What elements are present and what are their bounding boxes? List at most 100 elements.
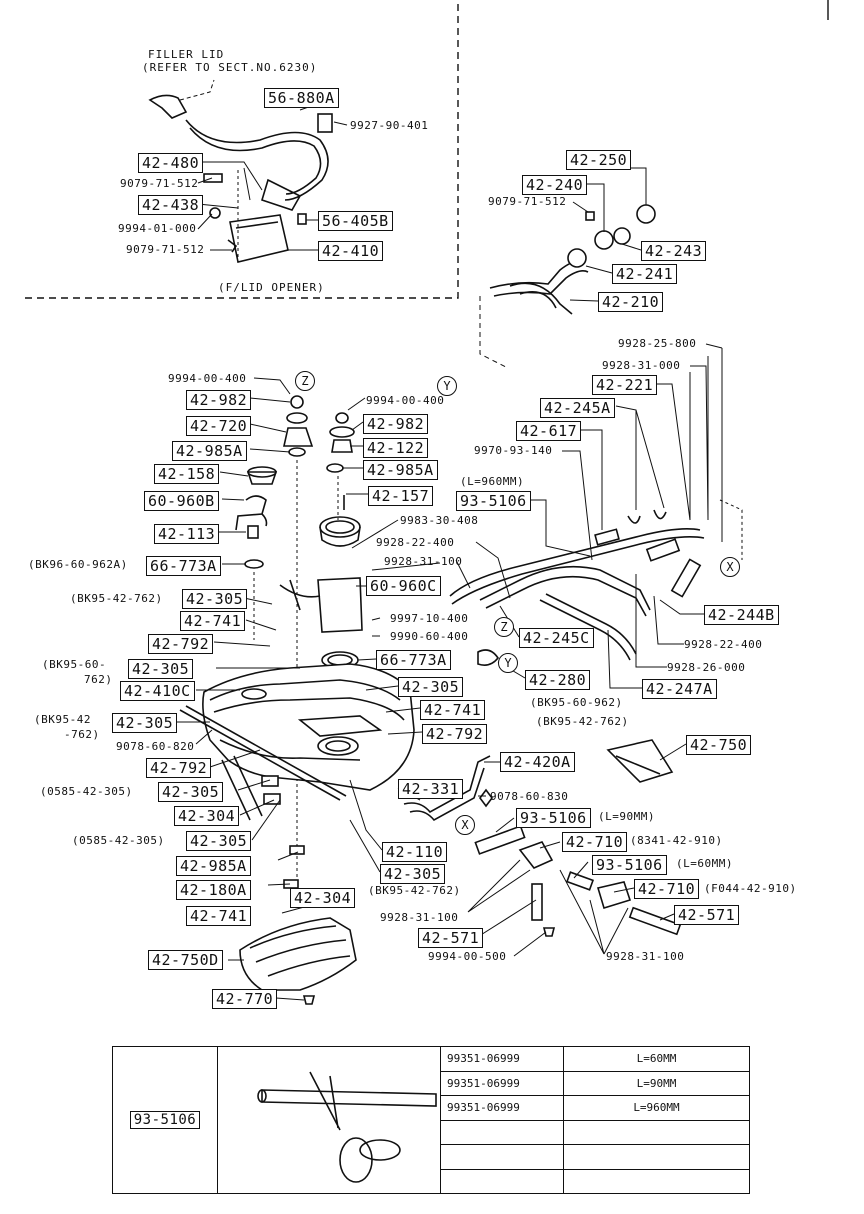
callout-42-305-g: 42-305 — [380, 864, 446, 884]
callout-42-792-a: 42-792 — [148, 634, 214, 654]
callout-42-122: 42-122 — [363, 438, 429, 458]
callout-9994-00-400-a: 9994-00-400 — [168, 372, 247, 385]
callout-42-750d: 42-750D — [148, 950, 223, 970]
marker-y-top: Y — [437, 376, 457, 396]
callout-42-741-b: 42-741 — [420, 700, 486, 720]
spec-empty-cell — [563, 1144, 750, 1170]
callout-l-90mm: (L=90MM) — [598, 810, 655, 823]
callout-66-773a-a: 66-773A — [146, 556, 221, 576]
pump-and-gauge-parts — [235, 395, 363, 669]
callout-42-985a-c: 42-985A — [176, 856, 251, 876]
callout-bk95-42-762-b: (BK95-42-762) — [536, 715, 629, 728]
callout-42-305-b: 42-305 — [128, 659, 194, 679]
callout-42-241: 42-241 — [612, 264, 678, 284]
callout-9990-60-400: 9990-60-400 — [390, 630, 469, 643]
callout-42-741-c: 42-741 — [186, 906, 252, 926]
callout-bk95-60-962: (BK95-60-962) — [530, 696, 623, 709]
callout-42-280: 42-280 — [525, 670, 591, 690]
callout-42-571-a: 42-571 — [674, 905, 740, 925]
callout-42-770: 42-770 — [212, 989, 278, 1009]
callout-8341-42-910: (8341-42-910) — [630, 834, 723, 847]
callout-9928-31-000: 9928-31-000 — [602, 359, 681, 372]
spec-row-1-length: L=60MM — [563, 1046, 750, 1072]
callout-9994-00-500: 9994-00-500 — [428, 950, 507, 963]
callout-42-305-e: 42-305 — [158, 782, 224, 802]
callout-0585-42-305-a: (0585-42-305) — [40, 785, 133, 798]
callout-42-571-b: 42-571 — [418, 928, 484, 948]
callout-42-750: 42-750 — [686, 735, 752, 755]
callout-42-158: 42-158 — [154, 464, 220, 484]
callout-42-710-b: 42-710 — [634, 879, 700, 899]
callout-42-331: 42-331 — [398, 779, 464, 799]
callout-l-960mm: (L=960MM) — [460, 475, 525, 488]
callout-42-210: 42-210 — [598, 292, 664, 312]
callout-bk96-60-962a: (BK96-60-962A) — [28, 558, 128, 571]
callout-bk95-42-762-a: (BK95-42-762) — [70, 592, 163, 605]
callout-f044-42-910: (F044-42-910) — [704, 882, 797, 895]
callout-93-5106-b: 93-5106 — [516, 808, 591, 828]
callout-9928-26-000: 9928-26-000 — [667, 661, 746, 674]
callout-9928-22-400-a: 9928-22-400 — [376, 536, 455, 549]
spec-empty-cell — [440, 1144, 564, 1170]
callout-9079-71-512-b: 9079-71-512 — [126, 243, 205, 256]
callout-42-982-b: 42-982 — [363, 414, 429, 434]
callout-42-710-a: 42-710 — [562, 832, 628, 852]
callout-42-247a: 42-247A — [642, 679, 717, 699]
leader-lines — [176, 96, 723, 1001]
canister-and-bracket — [403, 739, 682, 937]
callout-l-60mm: (L=60MM) — [676, 857, 733, 870]
callout-42-110: 42-110 — [382, 842, 448, 862]
callout-42-792-c: 42-792 — [146, 758, 212, 778]
marker-y-lower: Y — [498, 653, 518, 673]
callout-42-304-b: 42-304 — [290, 888, 356, 908]
callout-0585-42-305-b: (0585-42-305) — [72, 834, 165, 847]
callout-9928-25-800: 9928-25-800 — [618, 337, 697, 350]
callout-42-245a: 42-245A — [540, 398, 615, 418]
callout-42-420a: 42-420A — [500, 752, 575, 772]
callout-762-b: -762) — [64, 728, 100, 741]
callout-9997-10-400: 9997-10-400 — [390, 612, 469, 625]
callout-42-157: 42-157 — [368, 486, 434, 506]
center-leader-lines — [253, 460, 339, 900]
callout-42-480: 42-480 — [138, 153, 204, 173]
callout-56-880a: 56-880A — [264, 88, 339, 108]
callout-9994-00-400-b: 9994-00-400 — [366, 394, 445, 407]
callout-42-305-d: 42-305 — [112, 713, 178, 733]
callout-42-244b: 42-244B — [704, 605, 779, 625]
callout-42-240: 42-240 — [522, 175, 588, 195]
callout-56-405b: 56-405B — [318, 211, 393, 231]
callout-42-245c: 42-245C — [519, 628, 594, 648]
callout-42-792-b: 42-792 — [422, 724, 488, 744]
spec-part-cell: 93-5106 — [112, 1046, 218, 1194]
callout-42-410c: 42-410C — [120, 681, 195, 701]
spec-row-2-length: L=90MM — [563, 1070, 750, 1096]
filler-lid-opener-assembly — [148, 79, 333, 263]
heat-shields — [239, 845, 357, 1005]
filler-neck-assembly — [479, 204, 656, 369]
callout-9928-31-100-b: 9928-31-100 — [380, 911, 459, 924]
callout-42-304-a: 42-304 — [174, 806, 240, 826]
marker-x-top: X — [720, 557, 740, 577]
callout-42-250: 42-250 — [566, 150, 632, 170]
callout-93-5106-a: 93-5106 — [456, 491, 531, 511]
callout-42-113: 42-113 — [154, 524, 220, 544]
callout-42-985a-a: 42-985A — [172, 441, 247, 461]
callout-42-221: 42-221 — [592, 375, 658, 395]
hose-spec-table: 93-5106 99351-06999 L=60MM 99351-06999 L… — [112, 1046, 750, 1194]
spec-empty-cell — [440, 1119, 564, 1145]
callout-42-243: 42-243 — [641, 241, 707, 261]
callout-9078-60-820: 9078-60-820 — [116, 740, 195, 753]
callout-60-960c: 60-960C — [366, 576, 441, 596]
fuel-tank-body — [179, 663, 415, 821]
callout-93-5106-c: 93-5106 — [592, 855, 667, 875]
marker-x-lower: X — [455, 815, 475, 835]
callout-42-180a: 42-180A — [176, 880, 251, 900]
spec-row-3-number: 99351-06999 — [440, 1095, 564, 1121]
callout-bk95-42-762-c: (BK95-42-762) — [368, 884, 461, 897]
callout-9078-60-830: 9078-60-830 — [490, 790, 569, 803]
callout-9927-90-401: 9927-90-401 — [350, 119, 429, 132]
spec-part-number: 93-5106 — [129, 1111, 201, 1129]
callout-42-305-c: 42-305 — [398, 677, 464, 697]
callout-42-982-a: 42-982 — [186, 390, 252, 410]
callout-42-720: 42-720 — [186, 416, 252, 436]
